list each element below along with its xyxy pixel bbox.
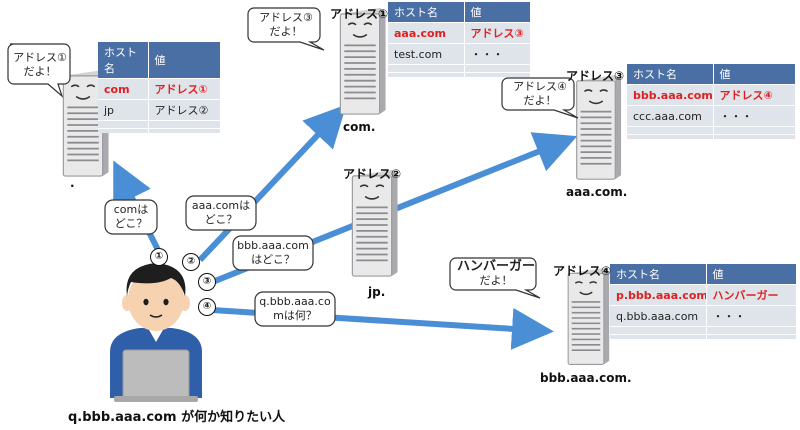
table-row-empty (627, 134, 796, 139)
cell-host: aaa.com (388, 22, 465, 44)
step-4-badge: ④ (198, 298, 216, 316)
domain-label-bbb: bbb.aaa.com. (540, 371, 632, 385)
cell-host: q.bbb.aaa.com (610, 305, 707, 327)
table-row: q.bbb.aaa.com・・・ (610, 305, 797, 327)
cell-host: ccc.aaa.com (627, 105, 714, 127)
table-row-empty (610, 334, 797, 339)
table-row-empty (627, 126, 796, 135)
address-label-bbb: アドレス④ (553, 264, 612, 278)
table-row: test.com・・・ (388, 43, 531, 65)
server-jp (351, 170, 399, 278)
cell-host: bbb.aaa.com (627, 84, 714, 106)
server-bbb (567, 268, 611, 366)
cell-value: アドレス② (148, 99, 221, 121)
bubble-com (247, 7, 325, 51)
server-com (339, 8, 387, 116)
table-row-empty (388, 72, 531, 77)
query-bubble-2 (185, 195, 257, 231)
client-person (110, 263, 202, 402)
header-host: ホスト名 (388, 2, 465, 23)
bubble-text-com: アドレス③ だよ！ (259, 11, 313, 38)
bubble-text-bbb: ハンバーガー だよ！ (456, 259, 535, 288)
query-text-4: q.bbb.aaa.co mは何？ (259, 295, 331, 322)
cell-host: p.bbb.aaa.com (610, 284, 707, 306)
client-label: q.bbb.aaa.com が何か知りたい人 (68, 410, 286, 425)
header-value: 値 (464, 2, 531, 23)
bubble-bbb (449, 257, 541, 299)
bubble-text-root: アドレス① だよ！ (13, 51, 67, 78)
domain-label-jp: jp. (368, 285, 386, 299)
address-label-com: アドレス① (330, 7, 389, 21)
address-label-jp: アドレス② (343, 167, 402, 181)
cell-host: test.com (388, 43, 465, 65)
cell-value: ・・・ (464, 43, 531, 65)
domain-label-aaa: aaa.com. (566, 185, 628, 199)
header-host: ホスト名 (627, 64, 714, 85)
step-3-badge: ③ (198, 273, 216, 291)
header-host: ホスト名 (610, 264, 707, 285)
cell-value: ・・・ (713, 105, 796, 127)
header-host: ホスト名 (98, 42, 149, 79)
table-row-empty (98, 120, 221, 129)
bubble-root (7, 43, 71, 98)
query-text-3: bbb.aaa.com はどこ？ (237, 239, 309, 266)
cell-value: ハンバーガー (706, 284, 797, 306)
table-row: ccc.aaa.com・・・ (627, 105, 796, 127)
bubble-aaa (501, 77, 579, 119)
cell-value: ・・・ (706, 305, 797, 327)
cell-host: com (98, 78, 149, 100)
query-bubble-3 (232, 235, 314, 271)
server-aaa (575, 75, 622, 181)
query-bubble-4 (254, 291, 336, 327)
header-value: 値 (713, 64, 796, 85)
table-row-empty (610, 326, 797, 335)
query-text-2: aaa.comは どこ？ (191, 199, 251, 226)
table-row-empty (98, 128, 221, 133)
header-value: 値 (706, 264, 797, 285)
cell-value: アドレス③ (464, 22, 531, 44)
step-2-badge: ② (182, 253, 200, 271)
cell-host: jp (98, 99, 149, 121)
arrow-step-2 (197, 104, 347, 263)
address-label-aaa: アドレス③ (566, 69, 625, 83)
query-text-1: comは どこ？ (113, 203, 149, 230)
step-1-badge: ① (150, 248, 168, 266)
cell-value: アドレス① (148, 78, 221, 100)
query-bubble-1 (104, 199, 158, 235)
header-value: 値 (148, 42, 221, 79)
cell-value: アドレス④ (713, 84, 796, 106)
domain-label-com: com. (343, 120, 376, 134)
domain-label-root: . (70, 176, 75, 190)
table-row-empty (388, 64, 531, 73)
bubble-text-aaa: アドレス④ だよ！ (513, 80, 567, 107)
